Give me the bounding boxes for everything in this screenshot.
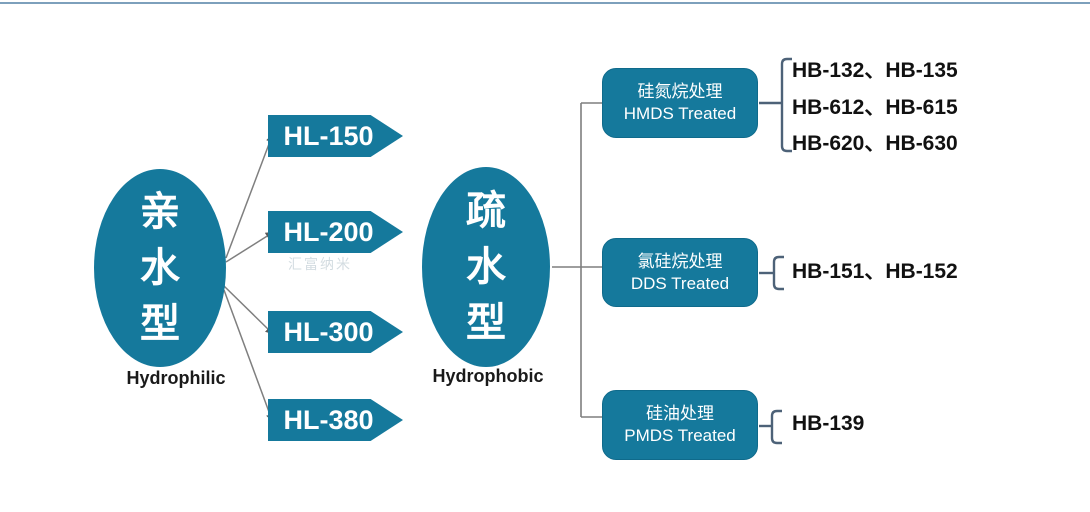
treatment-box-hmds: 硅氮烷处理 HMDS Treated xyxy=(602,68,758,138)
product-tag-hl200: HL-200 xyxy=(268,211,403,253)
product-codes-hmds-row2: HB-612、HB-615 xyxy=(792,96,958,119)
treatment-box-pmds: 硅油处理 PMDS Treated xyxy=(602,390,758,460)
node-hydrophobic: 疏水型 xyxy=(422,167,550,367)
hydrophilic-label-en: Hydrophilic xyxy=(126,368,226,388)
product-tag-hl380: HL-380 xyxy=(268,399,403,441)
treatment-pmds-label-cn: 硅油处理 xyxy=(646,404,714,423)
product-codes-hmds-row3: HB-620、HB-630 xyxy=(792,132,958,155)
product-codes-hmds-row1: HB-132、HB-135 xyxy=(792,59,958,82)
hydrophobic-label-en: Hydrophobic xyxy=(432,366,544,386)
treatment-dds-label-cn: 氯硅烷处理 xyxy=(637,251,723,271)
product-codes-pmds-row1: HB-139 xyxy=(792,412,865,435)
top-border-line xyxy=(0,2,1090,4)
treatment-hmds-label-cn: 硅氮烷处理 xyxy=(637,82,723,101)
product-tag-hl300: HL-300 xyxy=(268,311,403,353)
product-tag-hl150: HL-150 xyxy=(268,115,403,157)
treatment-dds-label-en: DDS Treated xyxy=(630,273,730,293)
product-brackets xyxy=(759,57,792,445)
hydrophobic-label-cn: 疏水型 xyxy=(466,189,506,345)
treatment-hmds-label-en: HMDS Treated xyxy=(623,104,737,123)
product-codes-dds-row1: HB-151、HB-152 xyxy=(792,260,958,283)
treatment-box-dds: 氯硅烷处理 DDS Treated xyxy=(602,238,758,307)
watermark-text: 汇富纳米 xyxy=(288,256,352,272)
hydrophilic-label-cn: 亲水型 xyxy=(140,190,180,346)
treatment-pmds-label-en: PMDS Treated xyxy=(624,426,736,445)
node-hydrophilic: 亲水型 xyxy=(94,169,226,367)
